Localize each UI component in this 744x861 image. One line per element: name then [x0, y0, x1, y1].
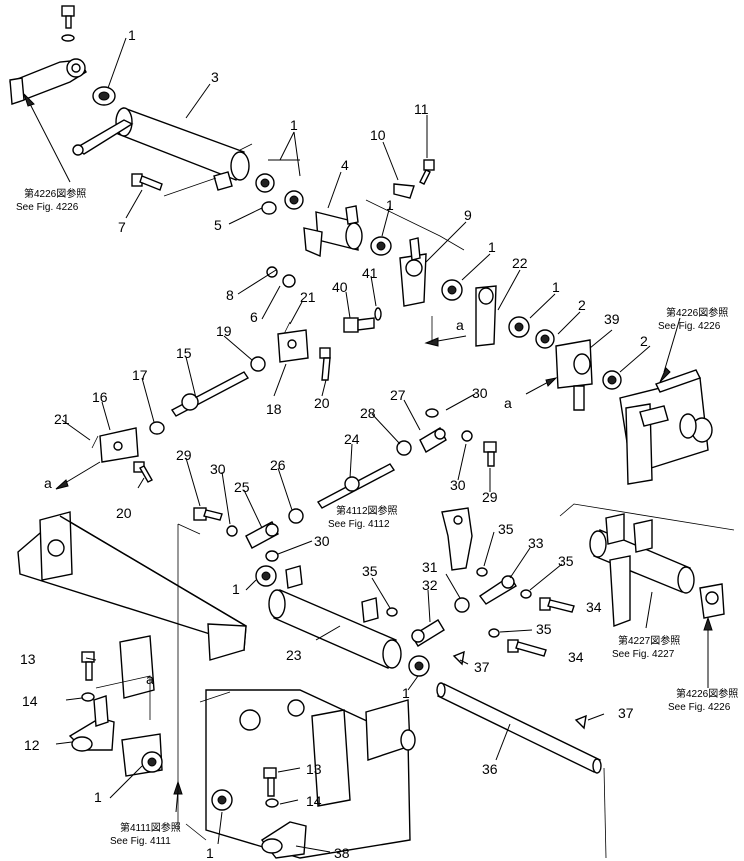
fig-ref-4111-jp: 第4111図参照: [120, 821, 181, 834]
fig-ref-4226-top-en: See Fig. 4226: [16, 202, 79, 213]
label-16: 16: [92, 389, 108, 405]
label-1: 1: [488, 239, 496, 255]
label-40: 40: [332, 279, 348, 295]
label-26: 26: [270, 457, 286, 473]
label-1: 1: [206, 845, 214, 861]
label-12: 12: [24, 737, 40, 753]
label-34: 34: [586, 599, 602, 615]
fig-ref-4226-right-jp: 第4226図参照: [666, 306, 728, 319]
label-31: 31: [422, 559, 438, 575]
label-1: 1: [128, 27, 136, 43]
leader-lines: [23, 37, 735, 859]
label-38: 38: [334, 845, 350, 861]
fig-ref-4226-bottom-jp: 第4226図参照: [676, 687, 738, 700]
fig-ref-4226-bottom-en: See Fig. 4226: [668, 702, 731, 713]
bracket-4: [303, 205, 363, 258]
label-2: 2: [640, 333, 648, 349]
label-11: 11: [414, 101, 429, 117]
label-23: 23: [286, 647, 302, 663]
fig-ref-4111-en: See Fig. 4111: [110, 836, 171, 847]
label-1: 1: [386, 197, 394, 213]
label-39: 39: [604, 311, 620, 327]
label-20: 20: [314, 395, 330, 411]
top-left-lever: [9, 58, 87, 105]
label-6: 6: [250, 309, 258, 325]
label-36: 36: [482, 761, 498, 777]
label-19: 19: [216, 323, 232, 339]
label-1: 1: [232, 581, 240, 597]
label-14: 14: [22, 693, 38, 709]
label-30: 30: [450, 477, 466, 493]
label-a: a: [456, 317, 464, 333]
label-22: 22: [512, 255, 528, 271]
label-37: 37: [618, 705, 634, 721]
block-18: [277, 329, 309, 363]
label-9: 9: [464, 207, 472, 223]
label-33: 33: [528, 535, 544, 551]
fig-ref-4226-right-en: See Fig. 4226: [658, 321, 721, 332]
label-13: 13: [20, 651, 36, 667]
block-39: [555, 339, 593, 411]
label-35: 35: [498, 521, 514, 537]
label-25: 25: [234, 479, 250, 495]
label-41: 41: [362, 265, 378, 281]
right-lower-shaft: [589, 513, 725, 627]
label-32: 32: [422, 577, 438, 593]
label-29: 29: [482, 489, 498, 505]
label-a: a: [504, 395, 512, 411]
label-1: 1: [94, 789, 102, 805]
label-14: 14: [306, 793, 322, 809]
label-13: 13: [306, 761, 322, 777]
label-10: 10: [370, 127, 386, 143]
label-29: 29: [176, 447, 192, 463]
top-bolt: [61, 5, 75, 42]
label-30: 30: [472, 385, 488, 401]
figure-references: 第4226図参照 See Fig. 4226 第4226図参照 See Fig.…: [16, 187, 738, 847]
main-frame: [17, 511, 416, 859]
label-27: 27: [390, 387, 406, 403]
label-35: 35: [362, 563, 378, 579]
label-35: 35: [558, 553, 574, 569]
right-upper-assembly: [619, 369, 713, 485]
label-5: 5: [214, 217, 222, 233]
label-2: 2: [578, 297, 586, 313]
bracket-9: [399, 237, 427, 307]
fig-ref-4112-jp: 第4112図参照: [336, 504, 398, 517]
label-17: 17: [132, 367, 148, 383]
shaft-3: [72, 107, 250, 191]
label-21: 21: [300, 289, 316, 305]
label-15: 15: [176, 345, 192, 361]
label-35: 35: [536, 621, 552, 637]
label-18: 18: [266, 401, 282, 417]
label-a: a: [44, 475, 52, 491]
label-30: 30: [210, 461, 226, 477]
label-1: 1: [290, 117, 298, 133]
label-24: 24: [344, 431, 360, 447]
label-1: 1: [402, 685, 410, 701]
label-28: 28: [360, 405, 376, 421]
label-34: 34: [568, 649, 584, 665]
block-16: [99, 427, 139, 463]
label-30: 30: [314, 533, 330, 549]
label-a: a: [146, 671, 154, 687]
fig-ref-4227-en: See Fig. 4227: [612, 649, 675, 660]
label-21: 21: [54, 411, 70, 427]
label-3: 3: [211, 69, 219, 85]
bolt-7: [131, 173, 163, 191]
fig-ref-4226-top-jp: 第4226図参照: [24, 187, 86, 200]
label-4: 4: [341, 157, 349, 173]
label-1: 1: [552, 279, 560, 295]
part-number-labels: 1 3 1 11 10 4 7 5 1 9 1 22 8 41 40 6 21 …: [20, 27, 648, 861]
label-7: 7: [118, 219, 126, 235]
label-37: 37: [474, 659, 490, 675]
label-8: 8: [226, 287, 234, 303]
bushing-1-top: [92, 86, 116, 106]
fig-ref-4112-en: See Fig. 4112: [328, 519, 390, 530]
fig-ref-4227-jp: 第4227図参照: [618, 634, 680, 647]
label-20: 20: [116, 505, 132, 521]
part-shapes: [9, 5, 725, 859]
